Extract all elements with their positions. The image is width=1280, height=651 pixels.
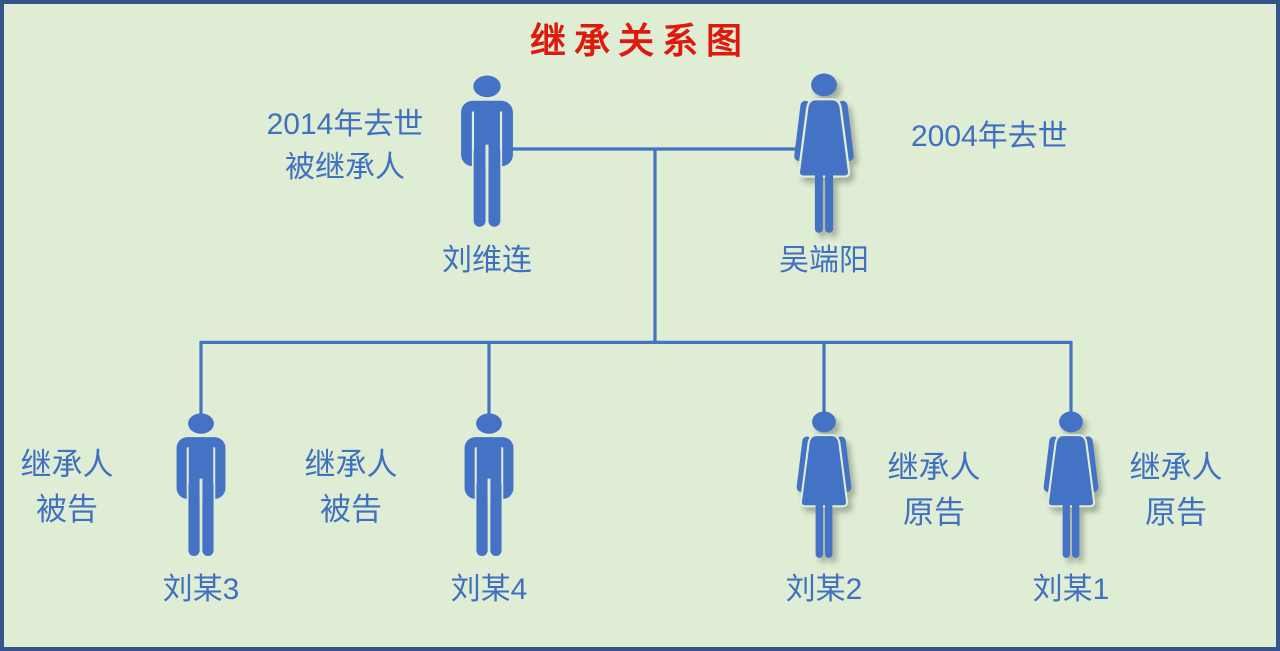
child1-role-label: 继承人 被告 [7,442,127,532]
child3-name: 刘某2 [785,573,863,606]
child2-male-figure-icon [455,412,523,558]
child3-role-line1: 继承人 [887,450,981,485]
mother-name: 吴端阳 [779,244,869,277]
father-name: 刘维连 [442,244,532,277]
child1-role-line2: 被告 [36,492,98,527]
child4-name: 刘某1 [1032,573,1110,606]
child2-role-label: 继承人 被告 [291,442,411,532]
child3-role-line2: 原告 [903,495,965,530]
child4-role-label: 继承人 原告 [1116,445,1236,535]
child1-male-figure-icon [167,412,235,558]
father-male-figure-icon [451,74,523,229]
father-note: 2014年去世 被继承人 [245,103,445,189]
child2-name: 刘某4 [450,573,528,606]
child2-role-line1: 继承人 [304,447,398,482]
child1-role-line1: 继承人 [20,447,114,482]
child4-female-figure-icon [1036,410,1106,560]
child3-female-figure-icon [789,410,859,560]
mother-female-figure-icon [786,72,862,235]
father-note-line1: 2014年去世 [266,108,424,141]
child3-role-label: 继承人 原告 [874,445,994,535]
child4-role-line1: 继承人 [1129,450,1223,485]
child2-role-line2: 被告 [320,492,382,527]
father-note-line2: 被继承人 [285,151,405,184]
diagram-title: 继承关系图 [529,20,750,62]
child4-role-line2: 原告 [1145,495,1207,530]
family-connector-lines [199,147,1073,416]
mother-note: 2004年去世 [911,120,1068,153]
child1-name: 刘某3 [162,573,240,606]
